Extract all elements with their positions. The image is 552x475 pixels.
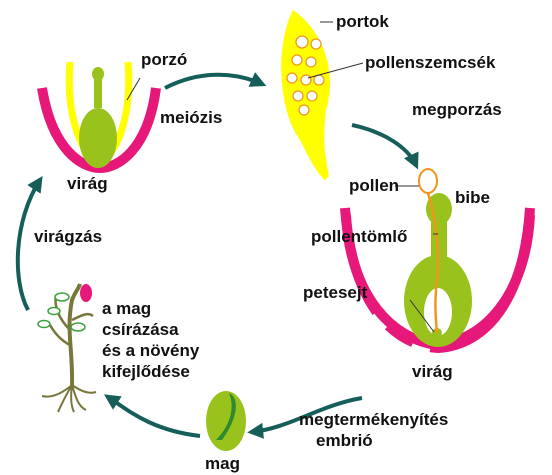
germination-line-2: csírázása	[102, 320, 179, 339]
ovule	[424, 288, 452, 336]
arrow-seed-to-seedling	[103, 394, 201, 438]
label-megtermekenyites: megtermékenyítés	[299, 410, 449, 429]
arrow-anther-to-pollination	[351, 123, 419, 170]
leaf-1	[37, 319, 51, 329]
leaf-3	[47, 306, 61, 316]
germination-line-4: kifejlődése	[102, 362, 190, 381]
seedling	[37, 283, 97, 413]
label-petesejt: petesejt	[303, 283, 368, 302]
label-portok: portok	[336, 12, 389, 31]
label-pollentomlo: pollentömlő	[311, 227, 408, 246]
label-megporzas: megporzás	[412, 100, 502, 119]
seed-body	[206, 391, 246, 451]
anther-body	[281, 10, 331, 180]
roots	[41, 384, 97, 413]
anther	[281, 10, 364, 180]
leaf-4	[70, 322, 86, 332]
arrow-to-seed	[247, 396, 363, 439]
stigma-2	[426, 193, 452, 225]
label-pollenszemcsek: pollenszemcsék	[365, 53, 496, 72]
label-virag-bottom: virág	[412, 362, 453, 381]
flower-top-left	[37, 61, 161, 174]
label-viragzas: virágzás	[34, 227, 103, 246]
petesejt-pointer	[409, 299, 435, 333]
leaf-2	[54, 292, 70, 302]
germination-line-3: és a növény	[102, 341, 200, 360]
cycle-arrows	[15, 72, 419, 439]
ovary	[79, 108, 117, 168]
embryo-shape	[216, 393, 236, 440]
stigma	[92, 67, 104, 81]
label-porzo: porzó	[141, 50, 188, 69]
branch-right	[71, 312, 94, 322]
branch-left-1	[48, 324, 71, 347]
flower-petal-outline	[37, 87, 161, 174]
label-pollen: pollen	[349, 176, 400, 195]
seed	[206, 391, 246, 451]
pollen-tube	[426, 192, 440, 334]
label-virag-top: virág	[67, 174, 108, 193]
label-embrio: embrió	[316, 431, 373, 450]
label-meiozis: meiózis	[160, 108, 223, 127]
germination-line-1: a mag	[102, 299, 152, 318]
pollenszemcsek-pointer	[307, 62, 364, 79]
label-germination: a mag csírázása és a növény kifejlődése	[102, 298, 199, 382]
label-mag: mag	[205, 454, 240, 473]
pollen-grains	[286, 35, 325, 116]
style	[94, 74, 102, 108]
label-bibe: bibe	[455, 188, 490, 207]
porzo-pointer	[126, 77, 141, 101]
seedling-stem	[67, 283, 82, 386]
arrow-seedling-to-flower	[15, 175, 43, 311]
flower-bottom-right	[340, 168, 535, 354]
pollen-grain-on-stigma	[418, 168, 438, 194]
arrow-flower-to-anther	[164, 72, 267, 90]
flower-bud	[80, 284, 92, 302]
